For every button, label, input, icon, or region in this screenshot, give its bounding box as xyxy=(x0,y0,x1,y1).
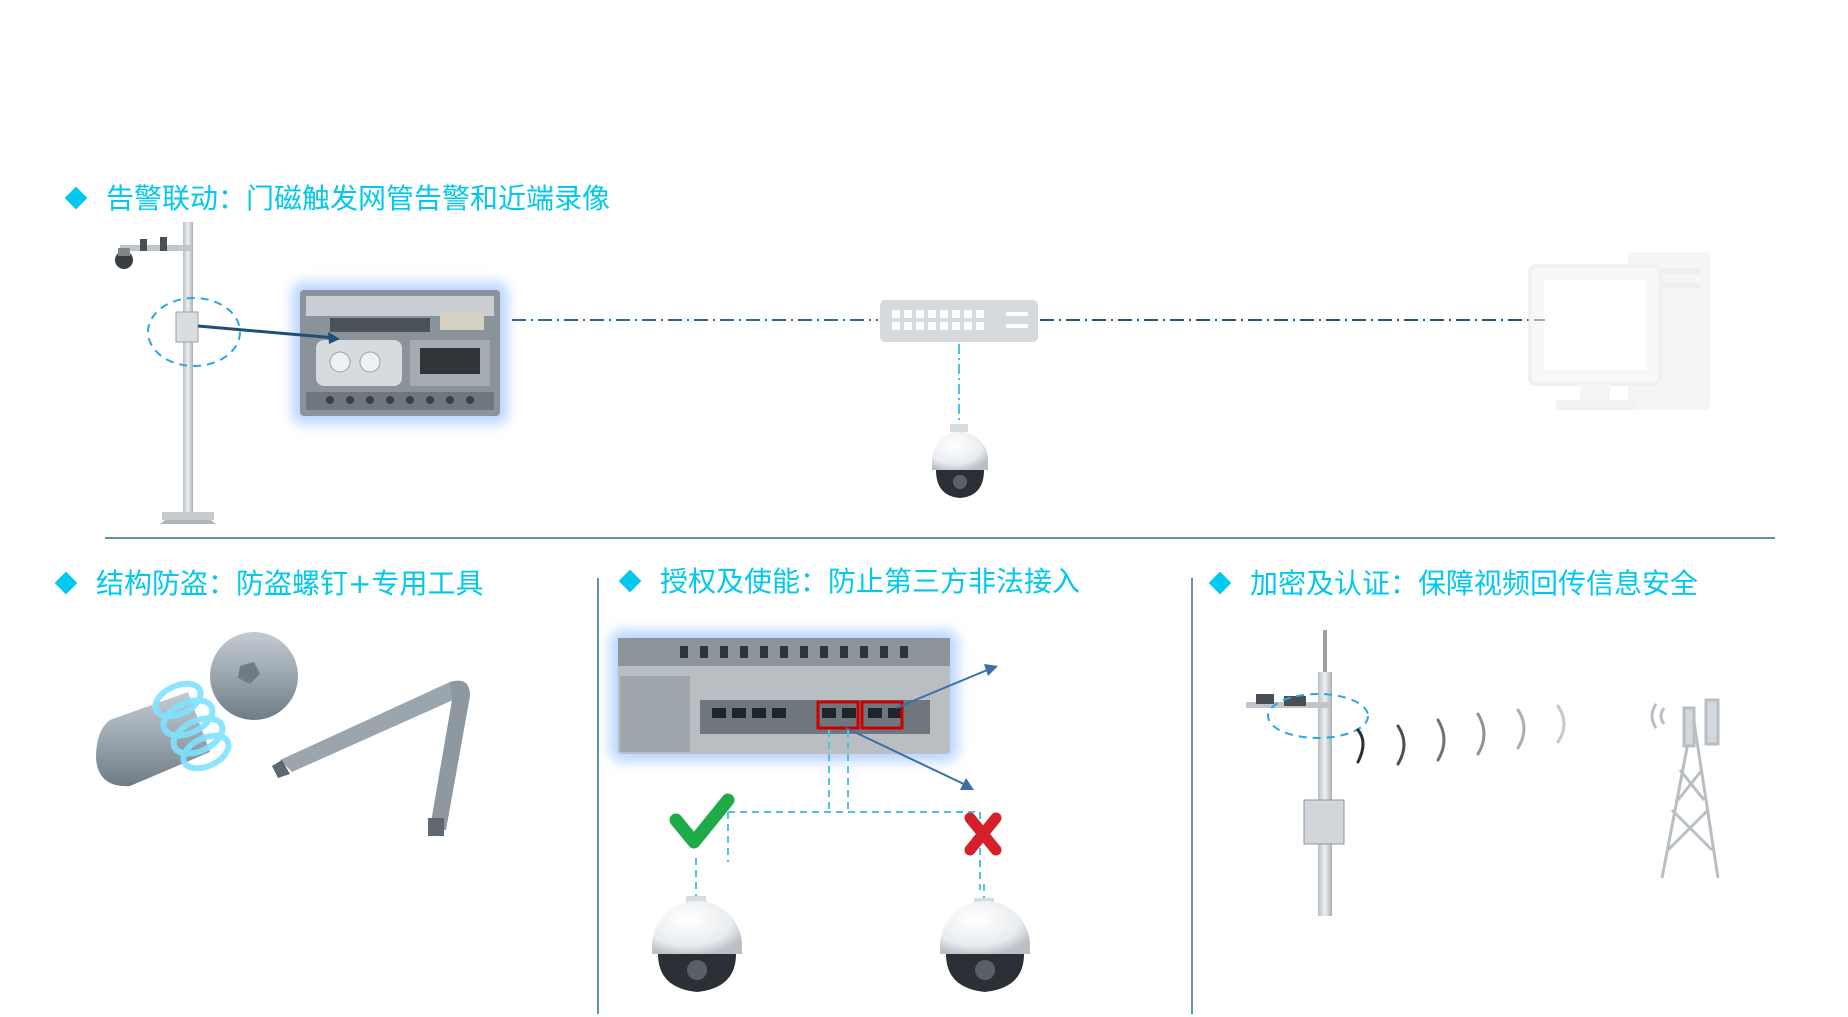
unauthorized-port-highlight xyxy=(860,700,904,730)
anti-theft-screw-icon xyxy=(96,632,298,787)
network-switch-icon xyxy=(880,300,1038,342)
street-pole-with-camera xyxy=(115,222,216,524)
arrow-head-icon xyxy=(960,778,974,790)
cell-tower-icon xyxy=(1650,698,1720,879)
switch-ports-photo xyxy=(610,630,958,762)
radio-unit-highlight xyxy=(1267,693,1369,739)
radio-wave-icon xyxy=(1356,704,1566,766)
arrow-head-icon xyxy=(328,332,340,344)
authorized-dome-camera-icon xyxy=(652,896,742,992)
unauthorized-dome-camera-icon xyxy=(940,898,1030,992)
port-arrow-up-line xyxy=(895,667,993,709)
section-authorization-title: 授权及使能：防止第三方非法接入 xyxy=(660,565,1081,598)
section-encryption-heading: 加密及认证：保障视频回传信息安全 xyxy=(1208,567,1699,601)
section-authorization-heading: 授权及使能：防止第三方非法接入 xyxy=(618,565,1081,599)
section-alarm-heading: 告警联动：门磁触发网管告警和近端录像 xyxy=(64,182,611,216)
section-anti-theft-heading: 结构防盗：防盗螺钉+专用工具 xyxy=(54,567,484,601)
wireless-pole-icon xyxy=(1246,630,1345,916)
arrow-head-icon xyxy=(984,664,998,676)
cross-icon xyxy=(964,812,1002,856)
check-icon xyxy=(669,793,735,849)
dome-camera-icon xyxy=(932,424,988,498)
nms-computer-icon xyxy=(1528,252,1710,410)
pointer-arrow-line xyxy=(197,324,337,340)
section-encryption-title: 加密及认证：保障视频回传信息安全 xyxy=(1250,567,1699,600)
cabinet-interior-photo xyxy=(292,282,508,424)
door-sensor-highlight xyxy=(147,297,241,367)
port-arrow-down-line xyxy=(845,727,969,787)
section-alarm-title: 告警联动：门磁触发网管告警和近端录像 xyxy=(106,182,611,215)
special-tool-wrench-icon xyxy=(272,680,470,836)
section-anti-theft-title: 结构防盗：防盗螺钉+专用工具 xyxy=(96,567,484,600)
authorized-port-highlight xyxy=(816,700,860,730)
